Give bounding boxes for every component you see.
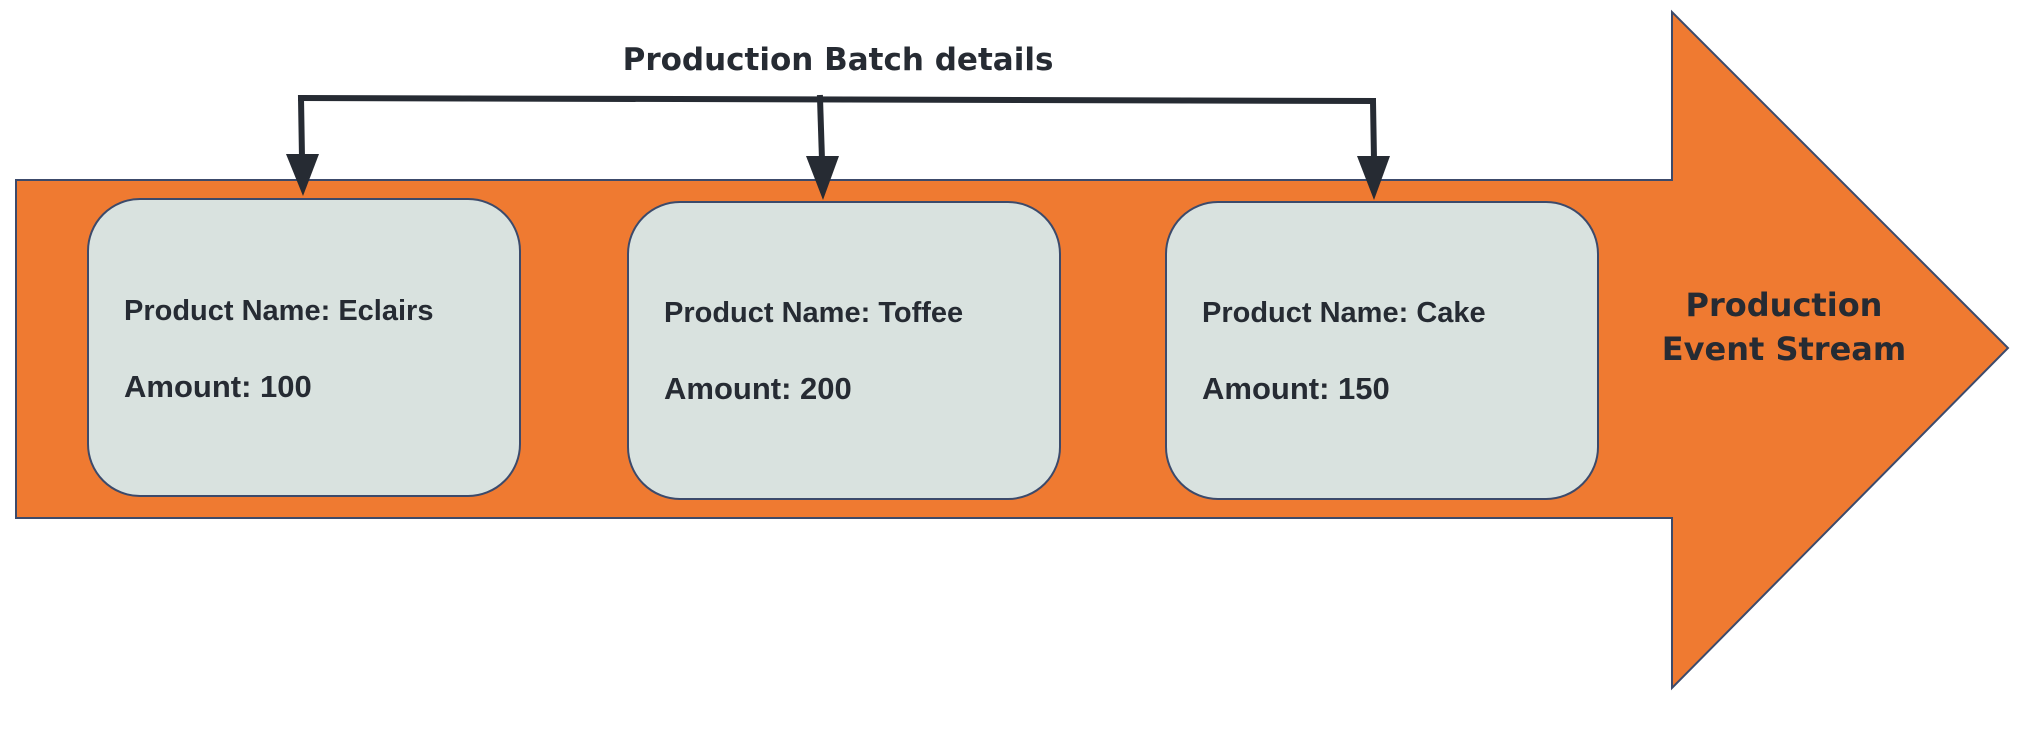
batch-card-box	[627, 201, 1061, 500]
product-name-label: Product Name: Eclairs	[124, 295, 433, 327]
arrowhead-cake	[1357, 156, 1390, 200]
batch-card: Product Name: Cake Amount: 150	[1165, 201, 1599, 500]
amount-label: Amount: 200	[664, 371, 852, 406]
event-stream-label-line2: Event Stream	[1662, 330, 1906, 368]
event-stream-label-line1: Production	[1686, 286, 1883, 324]
connector-drop-cake	[1369, 97, 1378, 164]
connector-drop-toffee	[816, 94, 826, 164]
amount-label: Amount: 100	[124, 369, 312, 404]
batch-details-title: Production Batch details	[623, 42, 1054, 78]
connector-drop-eclairs	[297, 94, 306, 162]
arrowhead-eclairs	[286, 154, 319, 196]
amount-label: Amount: 150	[1202, 371, 1390, 406]
product-name-label: Product Name: Toffee	[664, 297, 963, 329]
product-name-label: Product Name: Cake	[1202, 297, 1486, 329]
batch-connector	[297, 94, 1378, 164]
arrowhead-toffee	[806, 156, 839, 200]
batch-card-box	[87, 198, 521, 497]
connector-horizontal-line	[297, 94, 1377, 105]
batch-card-box	[1165, 201, 1599, 500]
batch-card: Product Name: Toffee Amount: 200	[627, 201, 1061, 500]
batch-card: Product Name: Eclairs Amount: 100	[87, 198, 521, 497]
connector-arrowheads	[286, 154, 1390, 200]
